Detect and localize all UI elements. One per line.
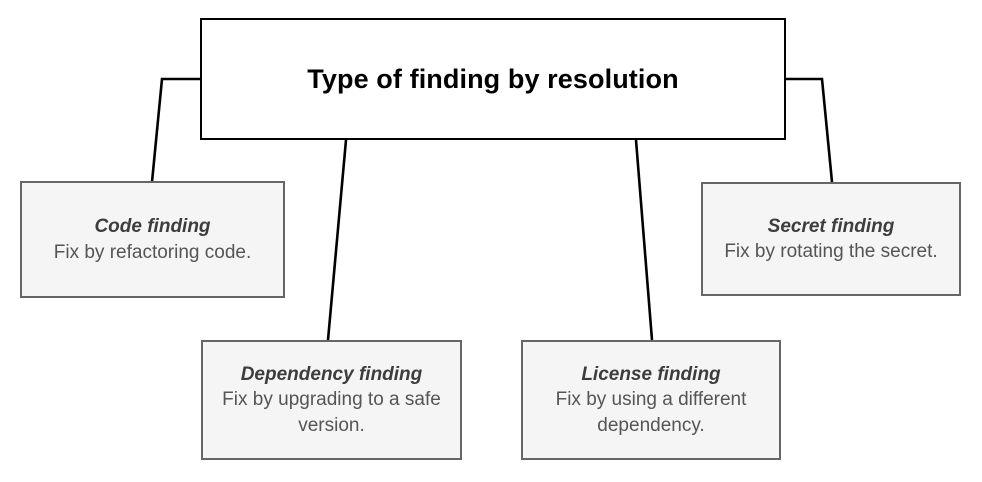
node-code-finding-description: Fix by refactoring code. xyxy=(53,241,252,263)
node-secret-finding[interactable]: Secret finding Fix by rotating the secre… xyxy=(701,182,961,296)
node-dependency-finding-title: Dependency finding xyxy=(240,364,423,386)
node-code-finding-title: Code finding xyxy=(94,216,211,238)
node-secret-finding-description: Fix by rotating the secret. xyxy=(724,241,938,262)
node-secret-finding-title: Secret finding xyxy=(767,215,895,237)
node-dependency-finding[interactable]: Dependency finding Fix by upgrading to a… xyxy=(201,340,462,460)
connector-root-to-dependency-finding xyxy=(326,139,348,341)
connector-root-to-secret-finding xyxy=(786,77,834,183)
node-license-finding-description: Fix by using a different dependency. xyxy=(555,389,747,436)
node-root[interactable]: Type of finding by resolution xyxy=(200,18,786,140)
node-dependency-finding-description: Fix by upgrading to a safe version. xyxy=(222,389,441,436)
node-license-finding[interactable]: License finding Fix by using a different… xyxy=(521,340,781,460)
node-code-finding[interactable]: Code finding Fix by refactoring code. xyxy=(20,181,285,298)
node-root-title: Type of finding by resolution xyxy=(307,63,679,94)
connector-root-to-code-finding xyxy=(150,77,200,183)
node-license-finding-title: License finding xyxy=(581,364,721,386)
connector-root-to-license-finding xyxy=(634,139,654,341)
